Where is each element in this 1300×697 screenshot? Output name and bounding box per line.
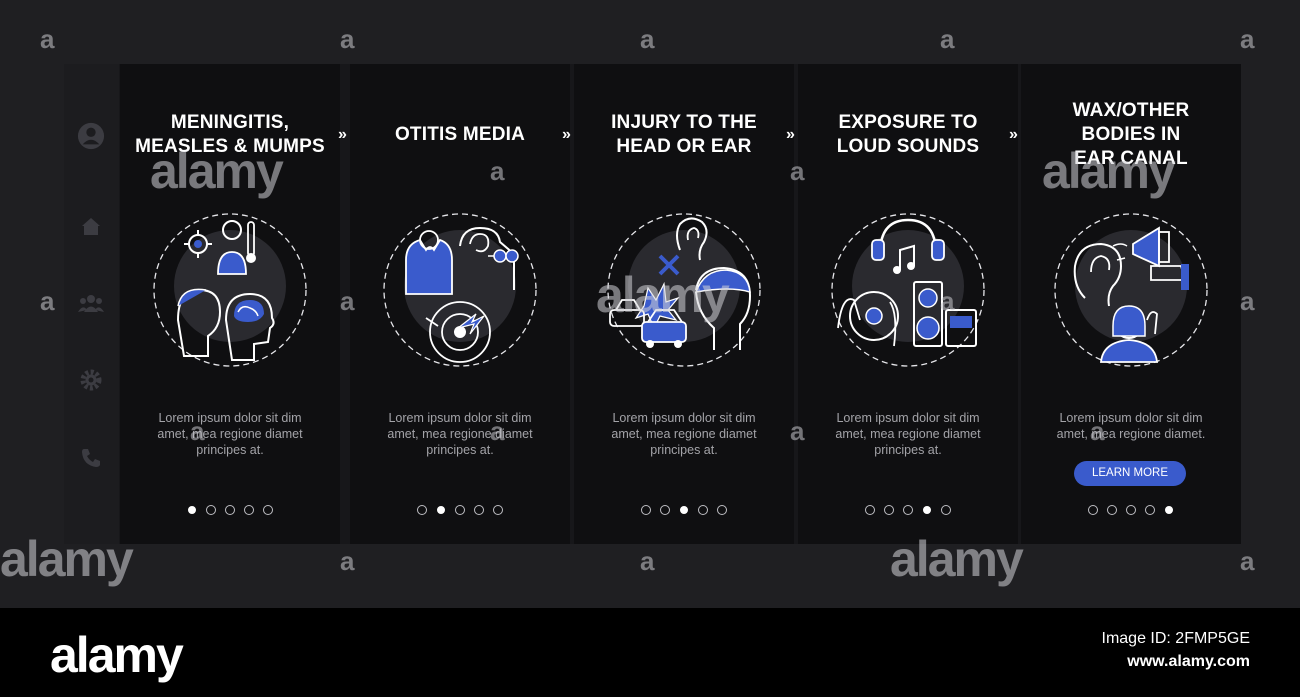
- pagination-dot[interactable]: [1126, 505, 1136, 515]
- learn-more-button[interactable]: LEARN MORE: [1074, 461, 1186, 486]
- onboarding-screen-5: WAX/OTHER BODIES IN EAR CANAL Lorem ipsu…: [1021, 64, 1241, 544]
- screen-body: Lorem ipsum dolor sit dim amet, mea regi…: [611, 411, 757, 457]
- gear-icon[interactable]: [77, 366, 105, 394]
- watermark-letter: a: [190, 416, 205, 446]
- viral-disease-icon: [153, 213, 307, 367]
- watermark-text: alamy: [596, 267, 730, 323]
- watermark-letter: a: [1240, 286, 1255, 316]
- footer-bar: alamy Image ID: 2FMP5GE www.alamy.com: [0, 608, 1300, 697]
- watermark-letter: a: [1240, 546, 1255, 576]
- image-id: Image ID: 2FMP5GE: [1101, 630, 1251, 647]
- pagination-dot[interactable]: [206, 505, 216, 515]
- loud-music-icon: [831, 213, 985, 367]
- watermark-text: alamy: [0, 531, 134, 587]
- screen-title: WAX/OTHER BODIES IN EAR CANAL: [1072, 100, 1190, 169]
- home-icon[interactable]: [77, 212, 105, 240]
- pagination-dot[interactable]: [680, 506, 688, 514]
- pagination-dot[interactable]: [1107, 505, 1117, 515]
- pagination-dot[interactable]: [474, 505, 484, 515]
- brand-logo: alamy: [50, 627, 184, 683]
- head-injury-icon: [607, 213, 761, 367]
- screen-body: Lorem ipsum dolor sit dim amet, mea regi…: [835, 411, 981, 457]
- group-icon[interactable]: [77, 289, 105, 317]
- pagination-dot[interactable]: [884, 505, 894, 515]
- watermark-letter: a: [790, 416, 805, 446]
- pagination-dot[interactable]: [1145, 505, 1155, 515]
- pagination-dots: [120, 505, 340, 515]
- pagination-dot[interactable]: [698, 505, 708, 515]
- onboarding-screen-4: EXPOSURE TO LOUD SOUNDS Lorem ipsum: [798, 64, 1018, 544]
- pagination-dot[interactable]: [437, 506, 445, 514]
- pagination-dots: [798, 505, 1018, 515]
- screen-title: INJURY TO THE HEAD OR EAR: [611, 112, 757, 157]
- ear-pain-icon: [383, 213, 537, 367]
- screen-body: Lorem ipsum dolor sit dim amet, mea regi…: [387, 411, 533, 457]
- chevron-right-icon: »: [1009, 126, 1018, 143]
- pagination-dots: [1021, 505, 1241, 515]
- chevron-right-icon: »: [786, 126, 795, 143]
- pagination-dots: [574, 505, 794, 515]
- ear-cleaning-icon: [1054, 213, 1208, 367]
- watermark-letter: a: [490, 416, 505, 446]
- pagination-dot[interactable]: [263, 505, 273, 515]
- pagination-dot[interactable]: [225, 505, 235, 515]
- watermark-letter: a: [40, 286, 55, 316]
- pagination-dot[interactable]: [244, 505, 254, 515]
- watermark-text: alamy: [890, 531, 1024, 587]
- screen-body: Lorem ipsum dolor sit dim amet, mea regi…: [1056, 411, 1206, 441]
- watermark-text: alamy: [150, 143, 284, 199]
- watermark-letter: a: [1240, 24, 1255, 54]
- onboarding-screen-2: OTITIS MEDIA Lorem ipsum dolor sit dim a…: [350, 64, 570, 544]
- pagination-dot[interactable]: [903, 505, 913, 515]
- pagination-dot[interactable]: [455, 505, 465, 515]
- screen-title: EXPOSURE TO LOUD SOUNDS: [836, 112, 980, 157]
- onboarding-screen-1: MENINGITIS, MEASLES & MUMPS Lorem ipsum …: [120, 64, 340, 544]
- screen-title: MENINGITIS, MEASLES & MUMPS: [135, 112, 325, 157]
- pagination-dot[interactable]: [1088, 505, 1098, 515]
- pagination-dots: [350, 505, 570, 515]
- pagination-dot[interactable]: [865, 505, 875, 515]
- watermark-letter: a: [640, 546, 655, 576]
- screen-title: OTITIS MEDIA: [394, 124, 526, 145]
- watermark-letter: a: [340, 286, 355, 316]
- pagination-dot[interactable]: [1165, 506, 1173, 514]
- watermark-letter: a: [40, 24, 55, 54]
- pagination-dot[interactable]: [923, 506, 931, 514]
- watermark-letter: a: [640, 24, 655, 54]
- side-rail: [64, 64, 119, 544]
- onboarding-screen-3: INJURY TO THE HEAD OR EAR Lorem ipsum do…: [574, 64, 794, 544]
- watermark-letter: a: [790, 156, 805, 186]
- chevron-right-icon: »: [562, 126, 571, 143]
- watermark-letter: a: [340, 546, 355, 576]
- watermark-letter: a: [940, 286, 955, 316]
- watermark-letter: a: [1090, 416, 1105, 446]
- user-icon[interactable]: [77, 122, 105, 150]
- watermark-letter: a: [940, 24, 955, 54]
- pagination-dot[interactable]: [717, 505, 727, 515]
- phone-icon[interactable]: [77, 444, 105, 472]
- pagination-dot[interactable]: [417, 505, 427, 515]
- stage: a a a a a MENINGITIS, MEASLES & MUMPS: [0, 24, 1255, 587]
- watermark-text: alamy: [1042, 143, 1176, 199]
- watermark-letter: a: [340, 24, 355, 54]
- screen-body: Lorem ipsum dolor sit dim amet, mea regi…: [157, 411, 303, 457]
- pagination-dot[interactable]: [941, 505, 951, 515]
- pagination-dot[interactable]: [493, 505, 503, 515]
- site-url: www.alamy.com: [1127, 653, 1250, 670]
- onboarding-frame: MENINGITIS, MEASLES & MUMPS Lorem ipsum …: [64, 64, 1241, 544]
- watermark-letter: a: [490, 156, 505, 186]
- pagination-dot[interactable]: [660, 505, 670, 515]
- chevron-right-icon: »: [338, 126, 347, 143]
- pagination-dot[interactable]: [188, 506, 196, 514]
- pagination-dot[interactable]: [641, 505, 651, 515]
